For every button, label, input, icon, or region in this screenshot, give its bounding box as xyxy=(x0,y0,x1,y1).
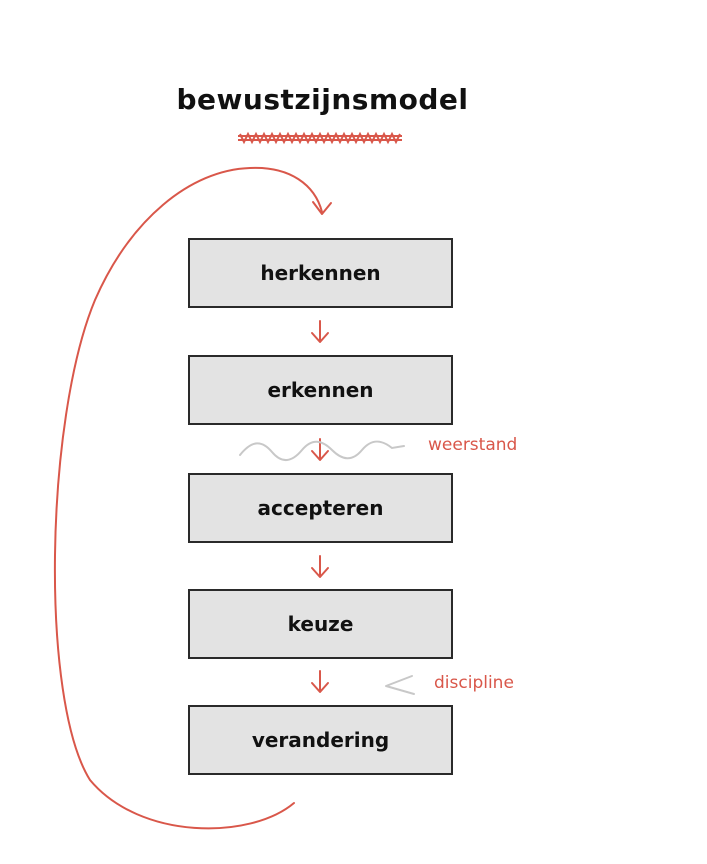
step-box-erkennen: erkennen xyxy=(188,355,453,425)
step-arrow-4 xyxy=(311,670,329,693)
step-box-accepteren: accepteren xyxy=(188,473,453,543)
resistance-label: weerstand xyxy=(428,435,518,455)
step-label: keuze xyxy=(287,612,354,636)
step-box-verandering: verandering xyxy=(188,705,453,775)
discipline-chevron xyxy=(385,675,415,695)
step-label: verandering xyxy=(251,728,390,752)
resistance-wave xyxy=(239,440,405,461)
step-arrow-1 xyxy=(311,320,329,343)
step-box-keuze: keuze xyxy=(188,589,453,659)
title-underline xyxy=(238,131,402,145)
discipline-label: discipline xyxy=(434,673,514,693)
feedback-loop-arrowhead xyxy=(312,201,332,215)
step-label: herkennen xyxy=(260,261,381,285)
step-label: erkennen xyxy=(267,378,374,402)
feedback-loop-arrow xyxy=(53,166,323,830)
step-box-herkennen: herkennen xyxy=(188,238,453,308)
step-label: accepteren xyxy=(257,496,384,520)
step-arrow-3 xyxy=(311,555,329,578)
diagram-title: bewustzijnsmodel xyxy=(176,83,469,116)
